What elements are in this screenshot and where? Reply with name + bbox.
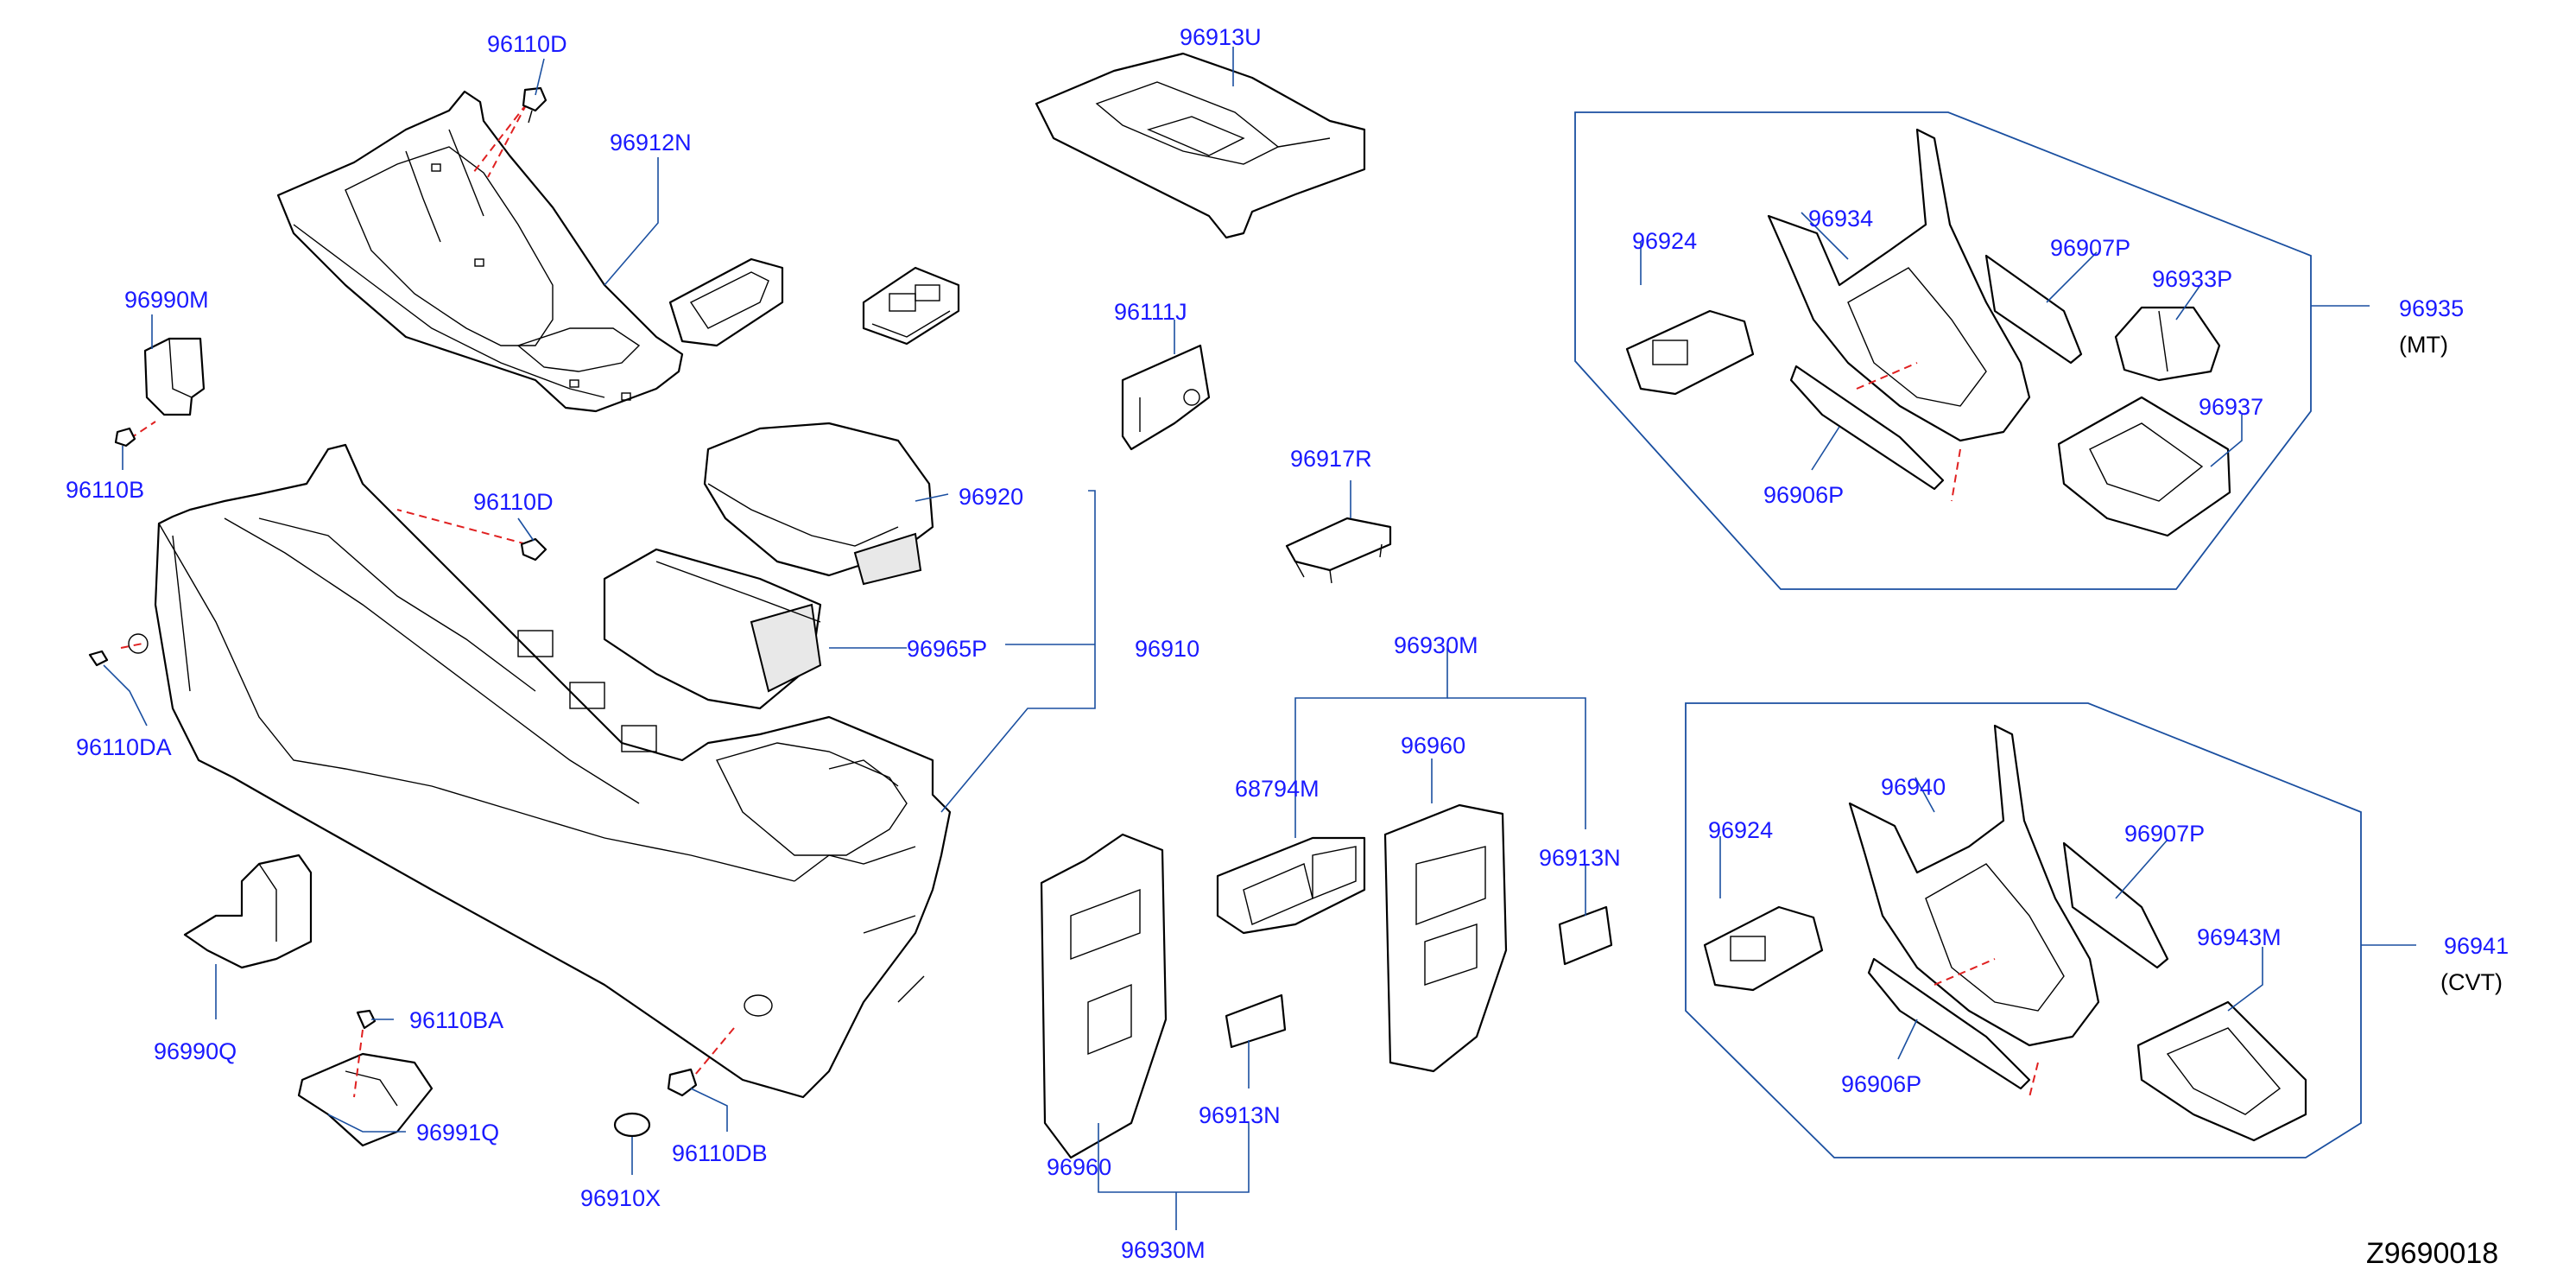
label-mt-96935[interactable]: 96935 — [2399, 295, 2464, 321]
bracket-96917r[interactable] — [1285, 517, 1392, 584]
console-body-96910[interactable] — [128, 443, 952, 1099]
clip-96110d-mid[interactable] — [520, 537, 547, 562]
label-96111j[interactable]: 96111J — [1114, 299, 1187, 325]
rear-panel-96960-left[interactable] — [1040, 833, 1168, 1159]
cvt-trim-96907p[interactable] — [2062, 841, 2169, 969]
label-96110ba[interactable]: 96110BA — [409, 1007, 503, 1033]
grommet-96110db[interactable] — [667, 1068, 698, 1097]
bracket-96111j[interactable] — [1121, 344, 1211, 451]
rear-panel-96960-right[interactable] — [1383, 803, 1508, 1073]
mt-finisher-96934[interactable] — [1767, 128, 2031, 442]
mt-finisher-96924[interactable] — [1625, 309, 1755, 396]
label-cvt-96941[interactable]: 96941 — [2444, 933, 2509, 959]
diagram-code: Z9690018 — [2366, 1237, 2498, 1270]
cup-insert[interactable] — [668, 257, 784, 347]
label-cvt-96907p[interactable]: 96907P — [2124, 821, 2205, 847]
upper-finisher-96912n[interactable] — [276, 90, 684, 413]
leader-lines — [103, 47, 2416, 1230]
label-96110da[interactable]: 96110DA — [76, 734, 172, 760]
console-box-96965p[interactable] — [603, 548, 822, 710]
label-96960-top[interactable]: 96960 — [1401, 733, 1465, 758]
label-cvt-96906p[interactable]: 96906P — [1841, 1071, 1921, 1097]
armrest-96920[interactable] — [703, 422, 934, 586]
label-96991q[interactable]: 96991Q — [416, 1120, 499, 1146]
cvt-trim-96906p[interactable] — [1867, 957, 2031, 1090]
clip-96110da[interactable] — [88, 650, 109, 667]
mt-group-outline — [1574, 111, 2312, 590]
label-68794m[interactable]: 68794M — [1235, 776, 1320, 802]
label-cvt-note: (CVT) — [2440, 969, 2503, 995]
mt-bezel-96937[interactable] — [2057, 396, 2231, 537]
label-96110d-mid[interactable]: 96110D — [473, 489, 554, 515]
cover-96913n-right[interactable] — [1558, 905, 1613, 966]
mt-trim-96906p[interactable] — [1789, 365, 1945, 491]
switch-bracket[interactable] — [862, 266, 960, 346]
label-96917r[interactable]: 96917R — [1290, 446, 1372, 472]
label-96913n-low[interactable]: 96913N — [1199, 1102, 1281, 1128]
label-cvt-96943m[interactable]: 96943M — [2197, 924, 2282, 950]
label-96110d-top[interactable]: 96110D — [487, 31, 567, 57]
bracket-96990q[interactable] — [183, 854, 313, 969]
bracket-96990m[interactable] — [143, 337, 206, 416]
label-mt-96933p[interactable]: 96933P — [2152, 266, 2232, 292]
mt-boot-96933p[interactable] — [2114, 306, 2221, 382]
mt-trim-96907p[interactable] — [1984, 254, 2083, 365]
label-96910x[interactable]: 96910X — [580, 1185, 661, 1211]
cap-96910x[interactable] — [613, 1112, 651, 1138]
label-96912n[interactable]: 96912N — [610, 130, 692, 155]
label-96930m-low[interactable]: 96930M — [1121, 1237, 1206, 1263]
label-mt-96906p[interactable]: 96906P — [1763, 482, 1844, 508]
cvt-bezel-96943m[interactable] — [2136, 1000, 2307, 1142]
label-96913u[interactable]: 96913U — [1180, 24, 1262, 50]
cap-hole — [744, 994, 773, 1017]
cvt-finisher-96940[interactable] — [1848, 724, 2100, 1047]
cover-96913n-low[interactable] — [1225, 993, 1287, 1049]
label-96110db[interactable]: 96110DB — [672, 1140, 768, 1166]
cvt-group-outline — [1685, 702, 2362, 1158]
cvt-finisher-96924[interactable] — [1703, 905, 1824, 992]
label-96913n-right[interactable]: 96913N — [1539, 845, 1621, 871]
vent-68794m[interactable] — [1216, 836, 1366, 935]
label-96930m-top[interactable]: 96930M — [1394, 632, 1478, 658]
label-mt-96934[interactable]: 96934 — [1808, 206, 1873, 232]
label-96920[interactable]: 96920 — [959, 484, 1023, 510]
label-cvt-96924[interactable]: 96924 — [1708, 817, 1773, 843]
label-mt-note: (MT) — [2399, 332, 2448, 358]
label-mt-96937[interactable]: 96937 — [2199, 394, 2263, 420]
nut-96110ba[interactable] — [356, 1009, 377, 1030]
label-96110b[interactable]: 96110B — [66, 477, 144, 503]
part-labels: 96110D 96912N 96990M 96110B 96110D 96110… — [66, 24, 2509, 1270]
label-mt-96924[interactable]: 96924 — [1632, 228, 1697, 254]
label-cvt-96940[interactable]: 96940 — [1881, 774, 1946, 800]
label-96990q[interactable]: 96990Q — [154, 1038, 237, 1064]
nut-96110b[interactable] — [114, 427, 136, 447]
label-96910[interactable]: 96910 — [1135, 636, 1199, 662]
tray-96913u[interactable] — [1035, 52, 1366, 239]
label-mt-96907p[interactable]: 96907P — [2050, 235, 2130, 261]
clip-96110d-top[interactable] — [522, 86, 547, 124]
label-96965p[interactable]: 96965P — [907, 636, 987, 662]
label-96960-low[interactable]: 96960 — [1047, 1154, 1111, 1180]
label-96990m[interactable]: 96990M — [124, 287, 209, 313]
